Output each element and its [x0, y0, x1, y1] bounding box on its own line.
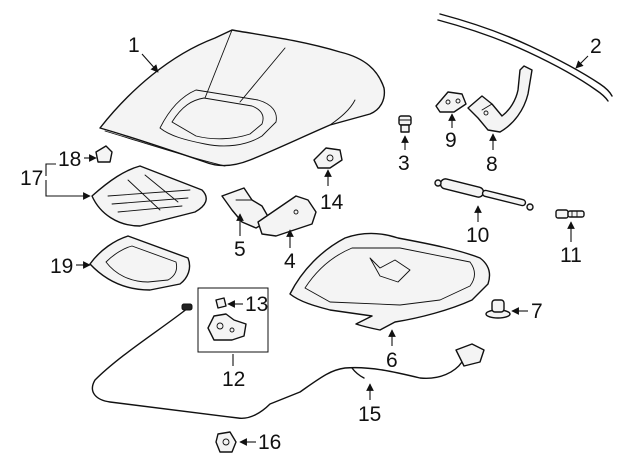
hood-part: [99, 29, 386, 167]
callout-4: 4: [284, 250, 296, 273]
leader-17-bottom: [45, 180, 91, 200]
callout-15: 15: [358, 403, 381, 426]
callout-14: 14: [320, 191, 344, 214]
release-cable-part: [91, 303, 485, 419]
callout-3: 3: [398, 152, 410, 175]
callout-17: 17: [20, 167, 43, 190]
hinge-part: [467, 65, 533, 133]
weatherstrip-part: [437, 13, 613, 102]
hinge-bracket-part: [435, 91, 467, 113]
plug-part: [485, 299, 511, 319]
stud-part: [555, 209, 585, 219]
callout-2: 2: [590, 35, 602, 58]
callout-7: 7: [531, 300, 543, 323]
latch-part: [207, 313, 247, 341]
callout-16: 16: [258, 431, 281, 454]
callout-9: 9: [445, 129, 457, 152]
release-handle-part: [215, 431, 237, 453]
callout-13: 13: [245, 293, 268, 316]
bumper-part: [398, 115, 412, 133]
leader-17-top: [45, 163, 56, 176]
bracket-part-4: [257, 195, 317, 237]
lift-support-part: [434, 178, 534, 211]
vent-frame-part: [89, 235, 191, 291]
callout-10: 10: [466, 224, 489, 247]
callout-8: 8: [486, 153, 498, 176]
callout-18: 18: [58, 148, 81, 171]
callout-1: 1: [128, 34, 140, 57]
clip-part-18: [95, 145, 113, 163]
striker-part: [313, 147, 343, 169]
leader-2: [575, 55, 589, 69]
leader-1: [141, 53, 159, 73]
callout-5: 5: [234, 238, 246, 261]
insulator-part: [289, 232, 491, 331]
air-inlet-part: [91, 165, 207, 227]
callout-12: 12: [222, 368, 245, 391]
clip-part-13: [215, 297, 227, 309]
callout-11: 11: [560, 244, 582, 267]
callout-19: 19: [50, 255, 73, 278]
latch-group: [197, 287, 269, 353]
callout-6: 6: [386, 349, 398, 372]
latch-box: [197, 287, 269, 353]
